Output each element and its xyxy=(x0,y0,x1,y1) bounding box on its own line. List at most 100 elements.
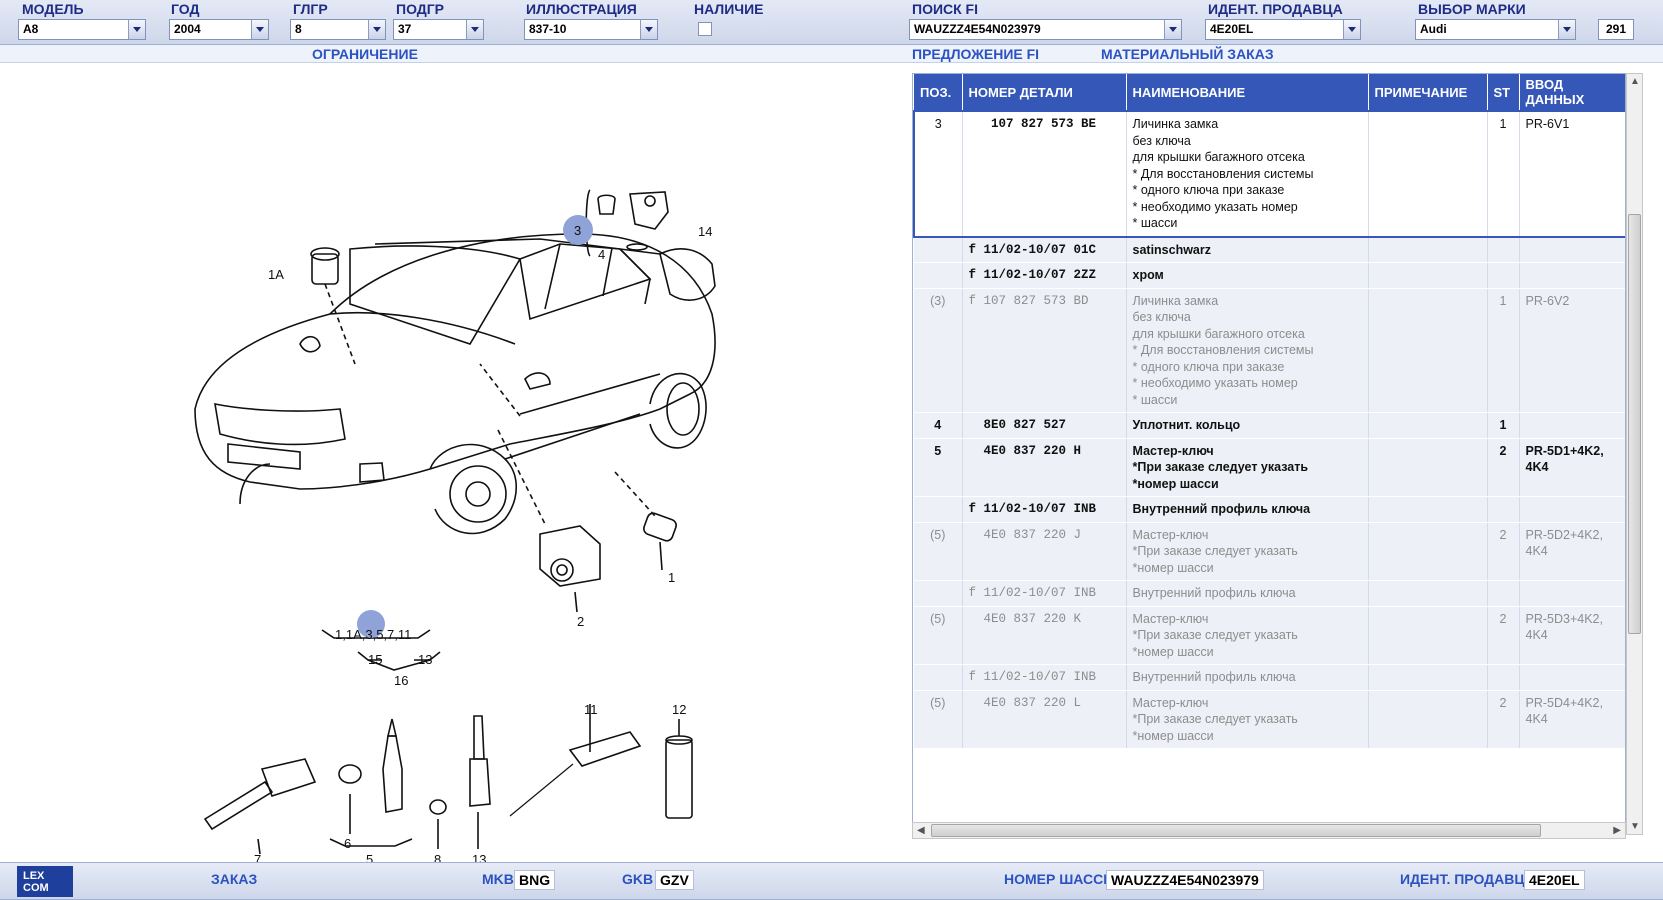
label-4[interactable]: 4 xyxy=(598,247,605,262)
main-group-label: ГЛГР xyxy=(293,1,328,17)
cell-data-entry xyxy=(1519,496,1625,523)
cell-name: Внутренний профиль ключа xyxy=(1126,664,1369,691)
availability-checkbox[interactable] xyxy=(698,22,712,36)
col-st[interactable]: ST xyxy=(1487,74,1520,111)
cell-part-number: 4E0 837 220 L xyxy=(962,690,1127,749)
name-line: * одного ключа при заказе xyxy=(1132,183,1285,197)
chevron-down-icon[interactable] xyxy=(368,20,385,39)
cell-note xyxy=(1368,236,1488,263)
label-13b[interactable]: 13 xyxy=(472,852,486,862)
label-12[interactable]: 12 xyxy=(672,702,686,717)
cell-pos xyxy=(914,580,963,607)
main-group-select[interactable]: 8 xyxy=(290,19,386,40)
label-7[interactable]: 7 xyxy=(254,852,261,862)
chevron-down-icon[interactable] xyxy=(1558,20,1575,39)
col-name[interactable]: НАИМЕНОВАНИЕ xyxy=(1126,74,1369,111)
cell-pos: (3) xyxy=(914,288,963,413)
dealer-id-select[interactable]: 4E20EL xyxy=(1205,19,1361,40)
vertical-scroll-thumb[interactable] xyxy=(1628,214,1641,634)
label-6[interactable]: 6 xyxy=(344,836,351,851)
cell-part-number: f 11/02-10/07 INB xyxy=(962,580,1127,607)
cell-st: 2 xyxy=(1487,438,1520,497)
year-select[interactable]: 2004 xyxy=(169,19,269,40)
cell-part-number: 8E0 827 527 xyxy=(962,412,1127,439)
chevron-down-icon[interactable] xyxy=(251,20,268,39)
table-row[interactable]: f 11/02-10/07 INB Внутренний профиль ключ… xyxy=(914,580,1625,607)
name-line: * необходимо указать номер xyxy=(1132,199,1298,214)
restriction-link[interactable]: ОГРАНИЧЕНИЕ xyxy=(312,46,418,62)
illustration-select[interactable]: 837-10 xyxy=(524,19,658,40)
chevron-down-icon[interactable] xyxy=(128,20,145,39)
label-15[interactable]: 15 xyxy=(368,652,382,667)
cell-note xyxy=(1368,110,1488,238)
col-part-number[interactable]: НОМЕР ДЕТАЛИ xyxy=(962,74,1127,111)
label-group-1[interactable]: 1,1A,3,5,7,11 xyxy=(335,627,411,642)
vertical-scrollbar[interactable]: ▲ ▼ xyxy=(1626,73,1643,835)
label-2[interactable]: 2 xyxy=(577,614,584,629)
name-line: Внутренний профиль ключа xyxy=(1132,586,1296,600)
cell-note xyxy=(1368,522,1488,581)
fi-offer-link[interactable]: ПРЕДЛОЖЕНИЕ FI xyxy=(912,46,1040,62)
label-16[interactable]: 16 xyxy=(394,673,408,688)
cell-part-number: 107 827 573 BE xyxy=(962,110,1127,238)
cell-data-entry: PR-6V2 xyxy=(1519,288,1625,413)
cell-part-number: f 107 827 573 BD xyxy=(962,288,1127,413)
label-1a: 1A xyxy=(268,267,284,282)
horizontal-scrollbar[interactable]: ◀ ▶ xyxy=(912,822,1626,839)
chevron-down-icon[interactable] xyxy=(1343,20,1360,39)
label-11[interactable]: 11 xyxy=(584,702,598,717)
scroll-up-icon[interactable]: ▲ xyxy=(1630,76,1640,87)
status-bar: ЗАКАЗ MKB BNG GKB GZV НОМЕР ШАССИ WAUZZZ… xyxy=(0,862,1663,900)
fi-search-select[interactable]: WAUZZZ4E54N023979 xyxy=(909,19,1182,40)
cell-part-number: 4E0 837 220 J xyxy=(962,522,1127,581)
name-line: Внутренний профиль ключа xyxy=(1132,502,1311,516)
car-lock-diagram: 1A 3 4 14 1 2 1,1A,3,5,7,11 15 13 16 11 … xyxy=(194,189,716,862)
order-link[interactable]: ЗАКАЗ xyxy=(211,871,258,887)
scroll-left-icon[interactable]: ◀ xyxy=(917,825,925,836)
parts-table-container: ПОЗ. НОМЕР ДЕТАЛИ НАИМЕНОВАНИЕ ПРИМЕЧАНИ… xyxy=(912,73,1626,835)
scroll-down-icon[interactable]: ▼ xyxy=(1630,821,1640,832)
material-order-link[interactable]: МАТЕРИАЛЬНЫЙ ЗАКАЗ xyxy=(1101,46,1274,62)
cell-st: 2 xyxy=(1487,522,1520,581)
col-note[interactable]: ПРИМЕЧАНИЕ xyxy=(1368,74,1488,111)
name-line: Мастер-ключ xyxy=(1132,443,1214,458)
col-data-entry[interactable]: ВВОД ДАННЫХ xyxy=(1519,74,1625,111)
chevron-down-icon[interactable] xyxy=(1164,20,1181,39)
name-line: * одного ключа при заказе xyxy=(1132,359,1285,374)
label-5[interactable]: 5 xyxy=(366,852,373,862)
label-1[interactable]: 1 xyxy=(668,570,675,585)
name-line: *номер шасси xyxy=(1132,476,1219,491)
cell-data-entry: PR-5D2+4K2, 4K4 xyxy=(1519,522,1625,581)
label-3[interactable]: 3 xyxy=(574,223,581,238)
cell-data-entry xyxy=(1519,262,1625,289)
scroll-right-icon[interactable]: ▶ xyxy=(1613,825,1621,836)
col-pos[interactable]: ПОЗ. xyxy=(914,74,963,111)
chevron-down-icon[interactable] xyxy=(640,20,657,39)
label-13a[interactable]: 13 xyxy=(418,652,432,667)
sub-group-select[interactable]: 37 xyxy=(393,19,484,40)
label-8[interactable]: 8 xyxy=(434,852,441,862)
brand-select[interactable]: Audi xyxy=(1415,19,1576,40)
horizontal-scroll-thumb[interactable] xyxy=(931,824,1541,837)
name-line: *номер шасси xyxy=(1132,728,1214,743)
label-14[interactable]: 14 xyxy=(698,224,712,239)
cell-part-number: f 11/02-10/07 01C xyxy=(962,236,1127,263)
cell-note xyxy=(1368,412,1488,439)
cell-name: Мастер-ключ*При заказе следует указать*н… xyxy=(1126,522,1369,581)
cell-pos: (5) xyxy=(914,606,963,665)
chevron-down-icon[interactable] xyxy=(466,20,483,39)
model-select[interactable]: A8 xyxy=(18,19,146,40)
